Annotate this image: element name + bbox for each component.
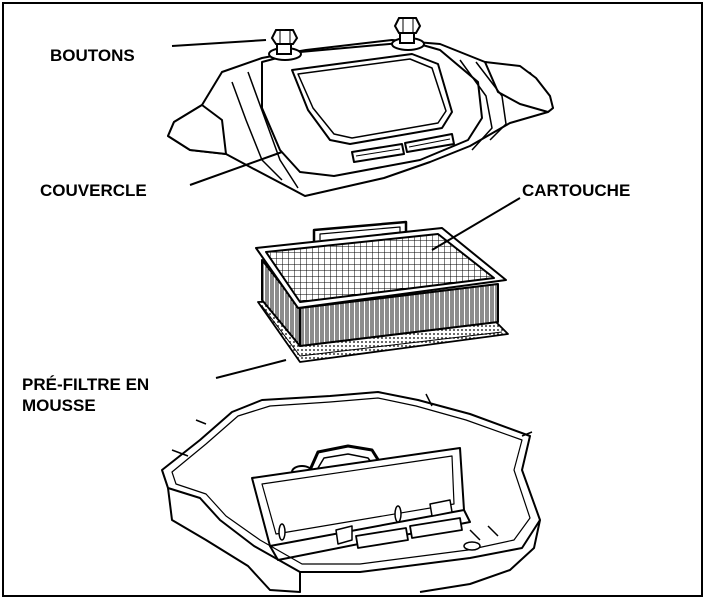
leader-line-couvercle [189, 151, 283, 186]
knob-left-illustration [270, 29, 299, 55]
knob-right-illustration [393, 17, 422, 44]
base-illustration [161, 391, 541, 593]
label-cartouche: CARTOUCHE [522, 181, 630, 200]
cartridge-illustration [255, 220, 507, 347]
lid-illustration [167, 37, 554, 197]
label-prefiltre-line1: PRÉ-FILTRE EN [22, 375, 149, 394]
leader-lines [171, 39, 521, 379]
leader-line-cartouche [431, 197, 521, 251]
leader-line-boutons [171, 39, 267, 47]
leader-line-prefiltre [215, 359, 287, 379]
label-boutons: BOUTONS [50, 46, 135, 65]
label-couvercle: COUVERCLE [40, 181, 147, 200]
label-prefiltre-line2: MOUSSE [22, 396, 96, 415]
